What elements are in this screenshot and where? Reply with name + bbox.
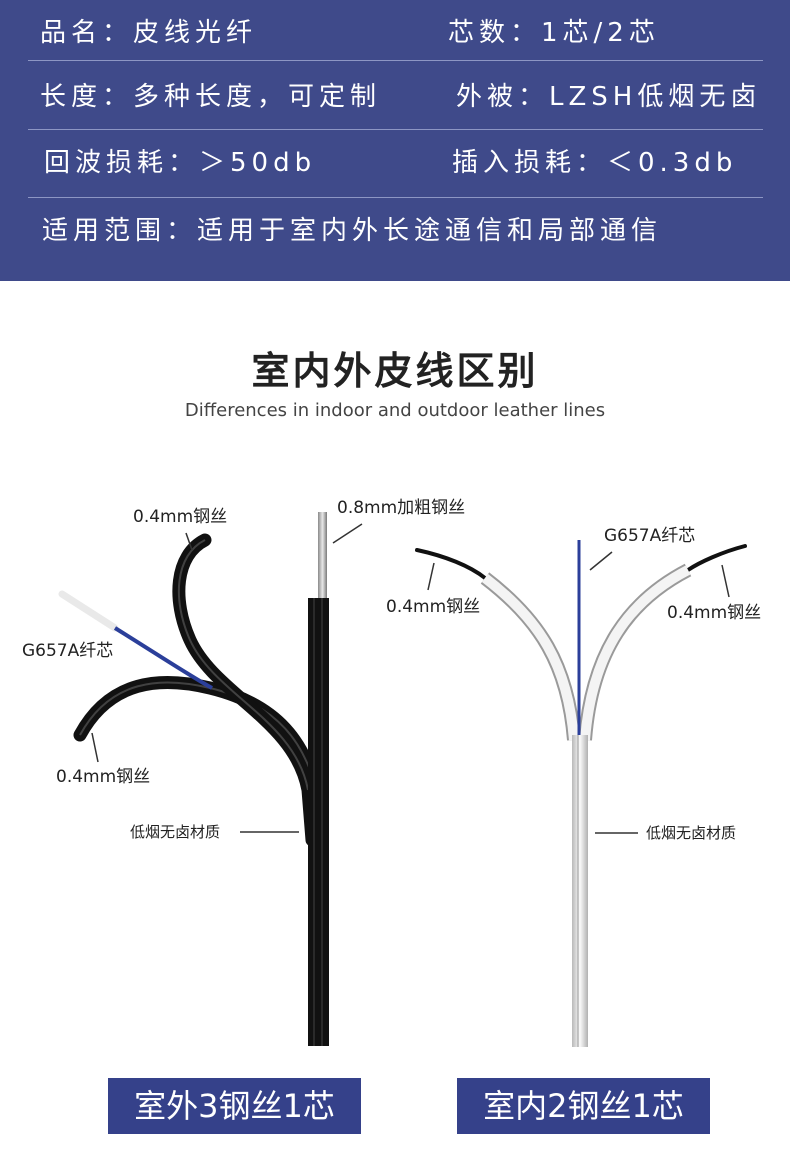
spec-insertion-loss: 插入损耗：＜0.3db	[452, 148, 738, 178]
indoor-label-wire-right: 0.4mm钢丝	[667, 603, 761, 623]
spec-product-name: 品名：皮线光纤	[40, 18, 258, 48]
spec-length: 长度：多种长度，可定制	[40, 82, 382, 112]
outdoor-main-cable	[308, 598, 329, 1046]
indoor-right-branch	[686, 544, 747, 572]
section-title: 室内外皮线区别	[251, 349, 539, 393]
outdoor-steel-rod	[318, 512, 327, 602]
indoor-left-branch	[415, 548, 487, 580]
indoor-cable: 0.4mm钢丝 G657A纤芯 0.4mm钢丝 低烟无卤材质	[386, 526, 761, 1047]
indoor-main-cable	[572, 735, 588, 1047]
outdoor-label-wire-top: 0.4mm钢丝	[133, 507, 227, 527]
outdoor-cable: 0.4mm钢丝 0.8mm加粗钢丝 G657A纤芯 0.4mm钢丝 低烟无卤材质	[22, 498, 465, 1046]
divider	[28, 197, 763, 198]
outdoor-caption: 室外3钢丝1芯	[108, 1078, 361, 1134]
spec-scope: 适用范围：适用于室内外长途通信和局部通信	[42, 216, 663, 246]
spec-panel: 品名：皮线光纤 芯数：1芯/2芯 长度：多种长度，可定制 外被：LZSH低烟无卤…	[0, 0, 790, 281]
spec-jacket: 外被：LZSH低烟无卤	[456, 82, 762, 112]
outdoor-label-material: 低烟无卤材质	[130, 823, 220, 841]
divider	[28, 60, 763, 61]
cable-diagram: 0.4mm钢丝 0.8mm加粗钢丝 G657A纤芯 0.4mm钢丝 低烟无卤材质…	[22, 498, 761, 1047]
outdoor-fiber-white	[58, 590, 119, 632]
spec-return-loss: 回波损耗：＞50db	[44, 148, 317, 178]
spec-core-count: 芯数：1芯/2芯	[448, 18, 660, 48]
outdoor-fiber-blue	[113, 626, 213, 690]
outdoor-label-fiber: G657A纤芯	[22, 641, 113, 661]
indoor-left-jacket	[480, 572, 581, 741]
spec-row-loss: 回波损耗：＞50db 插入损耗：＜0.3db	[0, 130, 790, 196]
spec-row-scope: 适用范围：适用于室内外长途通信和局部通信	[0, 198, 790, 264]
spec-row-product: 品名：皮线光纤 芯数：1芯/2芯	[0, 0, 790, 66]
divider	[28, 129, 763, 130]
outdoor-label-wire-bottom: 0.4mm钢丝	[56, 767, 150, 787]
spec-row-length: 长度：多种长度，可定制 外被：LZSH低烟无卤	[0, 64, 790, 130]
outdoor-label-thick-wire: 0.8mm加粗钢丝	[337, 498, 465, 518]
indoor-caption: 室内2钢丝1芯	[457, 1078, 710, 1134]
indoor-label-material: 低烟无卤材质	[646, 824, 736, 842]
section-subtitle: Differences in indoor and outdoor leathe…	[184, 400, 606, 421]
outdoor-bottom-wire-branch	[73, 675, 323, 847]
indoor-label-fiber: G657A纤芯	[604, 526, 695, 546]
indoor-label-wire-left: 0.4mm钢丝	[386, 597, 480, 617]
